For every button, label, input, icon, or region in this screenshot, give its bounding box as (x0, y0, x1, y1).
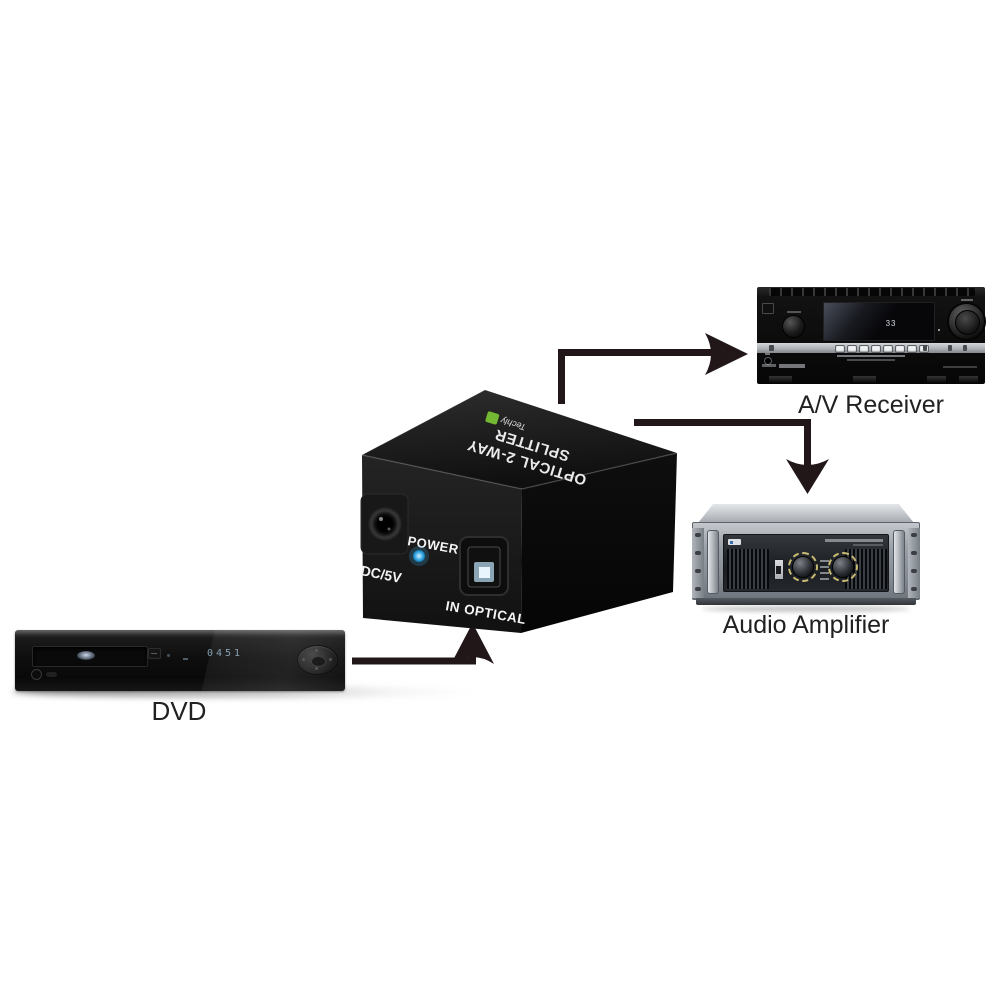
rack-ear-right (908, 528, 920, 598)
front-fine-print (837, 355, 905, 357)
receiver-foot (959, 376, 978, 383)
rack-hole (911, 569, 917, 573)
arrow-line (558, 349, 712, 404)
nav-left-button (302, 658, 305, 661)
rack-hole (695, 551, 701, 555)
optical-port-core (479, 567, 490, 578)
gain-knob-ch2 (828, 552, 858, 582)
power-button (762, 303, 774, 314)
dc5v-label: DC/5V (359, 562, 403, 586)
handle-left (707, 530, 719, 594)
arrow-line (634, 419, 811, 466)
preset-button (859, 345, 869, 353)
audio-amplifier-device (692, 504, 920, 616)
preset-button (871, 345, 881, 353)
nav-pad (298, 646, 337, 674)
handle-right (893, 530, 905, 594)
knob-cap (793, 557, 813, 577)
input-selector-knob (783, 316, 804, 337)
level-indicators (820, 560, 829, 584)
splitter-right-face (521, 453, 677, 633)
preset-button (883, 345, 893, 353)
amp-bottom-edge (696, 598, 916, 605)
eject-button (148, 648, 161, 659)
jack-pin-highlight (379, 517, 383, 521)
rack-hole (911, 533, 917, 537)
gain-knob-ch1 (788, 552, 818, 582)
rack-hole (695, 569, 701, 573)
display-gloss (824, 303, 934, 340)
nav-right-button (329, 658, 332, 661)
arrow-dvd-to-splitter (352, 623, 494, 665)
receiver-display: 33 (823, 302, 935, 341)
rack-hole (911, 587, 917, 591)
preset-button (835, 345, 845, 353)
indicator-dot (167, 654, 170, 657)
front-fine-print (847, 359, 895, 361)
rack-ear-left (692, 528, 704, 598)
edge-highlight (361, 452, 678, 490)
volume-knob-inner (955, 310, 980, 335)
techly-logo-icon (485, 411, 500, 425)
phones-label (765, 353, 770, 355)
arrow-splitter-to-receiver (558, 333, 748, 404)
vent-grille-left (727, 549, 769, 589)
arrowhead-up-icon (451, 623, 494, 664)
amplifier-label: Audio Amplifier (722, 611, 890, 639)
rack-hole (695, 587, 701, 591)
front-display: 0451 (207, 648, 244, 659)
receiver-foot (853, 376, 876, 383)
nav-up-button (315, 649, 318, 652)
amp-center-panel (723, 534, 889, 592)
splitter-top-face (362, 390, 677, 489)
amp-top-face (698, 504, 914, 523)
nav-down-button (315, 667, 318, 670)
edge-highlight (361, 389, 486, 456)
dvd-label: DVD (151, 696, 207, 726)
receiver-foot (927, 376, 946, 383)
volume-knob-label (961, 299, 973, 301)
receiver-foot (769, 376, 792, 383)
amp-brand-logo-icon (728, 539, 741, 545)
av-receiver-device: 33 (757, 287, 985, 384)
power-led (413, 550, 425, 562)
jack-pin-highlight (387, 527, 391, 531)
strip-button (963, 345, 967, 351)
arrowhead-down-icon (786, 459, 829, 494)
knob-cap (833, 557, 853, 577)
strip-button (769, 345, 774, 351)
bluray-logo-icon (77, 651, 95, 660)
dvd-player-device: 0451 (15, 630, 345, 691)
brand-mark (762, 364, 776, 367)
rack-hole (911, 551, 917, 555)
arrowhead-right-icon (705, 333, 748, 375)
amp-model-text (853, 544, 883, 546)
selector-knob-label (787, 311, 801, 313)
strip-button (948, 345, 952, 351)
optical-splitter-device: OPTICAL 2-WAY SPLITTER Techly POWER DC/5… (359, 389, 678, 633)
headphone-jack (764, 357, 772, 365)
top-vents (769, 288, 975, 296)
receiver-label: A/V Receiver (798, 391, 944, 419)
rack-hole (695, 533, 701, 537)
strip-button (923, 345, 927, 351)
power-button (31, 669, 42, 680)
preset-button (907, 345, 917, 353)
amp-shadow (702, 606, 910, 612)
preset-buttons (835, 345, 929, 353)
arrow-splitter-to-amplifier (634, 419, 829, 494)
usb-port (46, 672, 57, 677)
preset-button (847, 345, 857, 353)
preset-button (895, 345, 905, 353)
model-mark (779, 364, 805, 368)
indicator-dot (938, 329, 940, 331)
amp-model-text (825, 539, 883, 542)
front-fine-print (943, 366, 977, 368)
amp-power-switch (774, 559, 784, 580)
volume-knob (949, 304, 984, 339)
indicator-dot (183, 658, 188, 660)
nav-ok-button (311, 656, 326, 667)
